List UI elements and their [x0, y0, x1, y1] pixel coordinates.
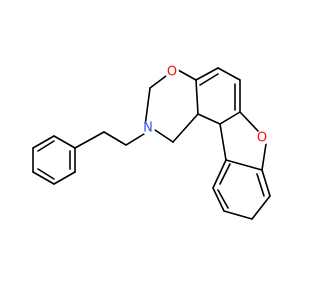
atom-label-bg	[165, 65, 179, 79]
bond	[37, 140, 55, 152]
bond	[219, 163, 231, 185]
bond	[32, 171, 55, 185]
bond	[37, 168, 55, 180]
bond	[212, 159, 227, 189]
bond	[53, 171, 76, 185]
bond	[151, 127, 174, 143]
atom-labels: O N O	[141, 65, 269, 146]
bond	[239, 111, 259, 132]
bond	[217, 189, 229, 209]
bond	[261, 169, 271, 197]
bond	[197, 113, 221, 125]
bond	[149, 75, 167, 89]
atom-label-bg	[141, 121, 155, 135]
furan-oxygen-label: O	[257, 131, 267, 146]
molecule-structure: O N O	[32, 65, 271, 220]
bond	[225, 159, 263, 171]
bond	[199, 73, 219, 86]
oxazine-oxygen-label: O	[167, 65, 177, 80]
bond	[251, 195, 271, 220]
bond	[74, 131, 105, 149]
bond	[195, 67, 219, 81]
bond	[219, 123, 227, 161]
bond	[212, 187, 225, 212]
bond	[177, 69, 197, 81]
bond	[261, 143, 267, 171]
bond	[256, 173, 265, 197]
bond	[32, 135, 55, 149]
bond	[53, 135, 76, 149]
bond	[195, 79, 199, 115]
bond	[125, 133, 145, 146]
bond	[219, 111, 241, 125]
bond	[217, 67, 241, 81]
bonds	[32, 67, 271, 220]
nitrogen-label: N	[143, 121, 153, 136]
atom-label-bg	[255, 131, 269, 145]
bond	[103, 131, 127, 146]
bond	[223, 210, 253, 220]
bond	[172, 113, 199, 143]
